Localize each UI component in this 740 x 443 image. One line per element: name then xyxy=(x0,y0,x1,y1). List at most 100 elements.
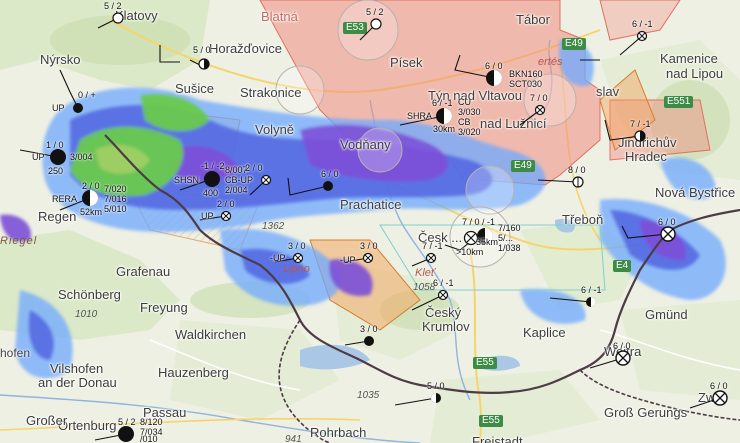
city-prachatice: Prachatice xyxy=(340,197,402,212)
station-horazdovice-wind: 5 / 0 xyxy=(193,45,211,55)
city-vodnany: Vodňany xyxy=(340,137,391,152)
station-regen-w-vis: 250 xyxy=(48,166,64,176)
station-tyn-wind: 6 / 0 xyxy=(485,61,503,71)
road-shield-e49: E49 xyxy=(562,38,586,50)
station-half-fill xyxy=(204,59,209,69)
city-grafenau: Grafenau xyxy=(116,264,171,279)
station-shra-c2: 3/030 xyxy=(458,107,481,117)
station-marker-vodnany xyxy=(323,181,333,191)
road-number: 941 xyxy=(285,434,302,443)
city-freyung: Freyung xyxy=(140,300,188,315)
city-trebon: Třeboň xyxy=(562,212,604,227)
city-freistadt: Freistadt xyxy=(472,434,523,443)
station-up-nyrsko: UP xyxy=(52,103,65,113)
road-shield-e4: E4 xyxy=(613,260,632,272)
station-up2-wind: 2 / 0 xyxy=(217,199,235,209)
city-gross-gerungs: Groß Gerungs xyxy=(604,405,688,420)
city-tyn: Týn nad Vltavou xyxy=(428,88,522,103)
city-slav: slav xyxy=(596,84,620,99)
station-regen-w-wind: 1 / 0 xyxy=(46,140,64,150)
city-regen: Regen xyxy=(38,209,77,224)
station-regen-a-c1: 7/020 xyxy=(104,184,127,194)
station-zwettl-wind: 6 / 0 xyxy=(710,381,728,391)
road-shield-e55: E55 xyxy=(473,357,497,369)
station-regen-a-c2: 7/016 xyxy=(104,194,127,204)
city-nyrsko: Nýrsko xyxy=(40,52,81,67)
station-tyn-cloud2: SCT030 xyxy=(509,79,543,89)
city-klatovy: Klatovy xyxy=(115,8,158,23)
city-hauzenberg: Hauzenberg xyxy=(158,365,229,380)
city-kaplice: Kaplice xyxy=(523,325,566,340)
station-regen-w-wx: UP xyxy=(32,152,45,162)
station-shra-wx: SHRA xyxy=(407,111,433,121)
city-susice: Sušice xyxy=(175,81,215,96)
city-krumlov: Krumlov xyxy=(422,319,470,334)
station-cb-c1: 7/160 xyxy=(498,223,521,233)
station-nova-bystrice-wind: 6 / 0 xyxy=(658,217,676,227)
road-shield-e551: E551 xyxy=(664,96,694,108)
road-shield-e53: E53 xyxy=(343,22,367,34)
station-cb-vis2: 35km xyxy=(476,237,499,247)
radar-layer xyxy=(0,40,726,379)
station-up3-wind: 3 / 0 xyxy=(288,241,306,251)
city-tabor: Tábor xyxy=(516,12,550,27)
city-rohrbach: Rohrbach xyxy=(310,425,367,440)
road-number: 1362 xyxy=(262,221,285,232)
city-horazdovice: Horažďovice xyxy=(209,41,283,56)
station-shsn-wx: SHSN xyxy=(174,175,200,185)
station-tabor-wind: 6 / -1 xyxy=(632,19,653,29)
station-tyn-cloud1: BKN160 xyxy=(509,69,543,79)
airspace-red-zones xyxy=(259,0,711,191)
label-lipno: Lipno xyxy=(283,263,310,275)
station-shsn-c2: CB-UP xyxy=(225,175,254,185)
station-nyrsko-wind: 0 / + xyxy=(78,90,96,100)
station-up2-wx: UP xyxy=(201,211,214,221)
city-waldkirchen: Waldkirchen xyxy=(175,327,247,342)
city-grosser: Großer xyxy=(26,413,68,428)
city-an-der-donau: an der Donau xyxy=(38,375,117,390)
station-ortenburg-wind: 5 / 2 xyxy=(118,417,136,427)
city-jindrichuv: Jindřichův xyxy=(618,135,677,150)
label-ertes: ertés xyxy=(538,56,563,68)
station-up4-wx: -UP xyxy=(340,255,356,265)
station-cb-c2: 5/... xyxy=(498,233,514,243)
wind-barbs xyxy=(19,17,721,441)
station-regen-a-c3: 5/010 xyxy=(104,204,127,214)
station-krumlov-wind: 6 / -1 xyxy=(433,278,454,288)
city-volyne: Volyně xyxy=(255,122,295,137)
station-marker-regen-w xyxy=(50,149,66,165)
station-susice-e-wind: 2 / 0 xyxy=(245,163,263,173)
station-marker-ortenburg xyxy=(118,426,134,442)
station-shra-c1: CU xyxy=(458,97,471,107)
road-shield-e49-b: E49 xyxy=(511,160,535,172)
station-shra-c3: CB xyxy=(458,117,471,127)
station-marker-klatovy xyxy=(112,12,124,24)
city-nad-lipou: nad Lipou xyxy=(666,66,724,81)
station-regen-a-wind: 2 / 0 xyxy=(82,181,100,191)
city-nad-luznici: nad Lužnicí xyxy=(480,116,547,131)
station-prachatice-e-wind: 8 / 0 xyxy=(568,165,586,175)
station-up4-wind: 3 / 0 xyxy=(360,241,378,251)
station-regen-a-wx: RERA xyxy=(52,194,78,204)
station-jindrichuv-wind: 7 / -1 xyxy=(630,119,651,129)
city-passau: Passau xyxy=(143,405,187,420)
station-shra-wind: 6 / -1 xyxy=(432,98,453,108)
station-weitra-wind: 6 / 0 xyxy=(613,341,631,351)
city-schonberg: Schönberg xyxy=(58,287,121,302)
station-ortenburg-c3: /010 xyxy=(140,434,158,443)
city-blatna: Blatná xyxy=(261,9,298,24)
station-shra-vis: 30km xyxy=(433,124,456,134)
label-klet: Kleť xyxy=(415,267,435,279)
station-kleti-wind: 7 / -1 xyxy=(422,241,443,251)
station-vodnany-wind: 6 / 0 xyxy=(321,169,339,179)
station-regen-a-vis: 52km xyxy=(80,207,103,217)
city-cesky: Český xyxy=(425,305,462,320)
station-kaplice-s-wind: 3 / 0 xyxy=(360,324,378,334)
city-strakonice: Strakonice xyxy=(240,85,302,100)
station-shsn-c3: 2/004 xyxy=(225,185,248,195)
station-pisek-wind: 5 / 2 xyxy=(366,7,384,17)
station-regen-w-c1: 3/004 xyxy=(70,152,93,162)
station-rohrbach-n-wind: 5 / 0 xyxy=(427,381,445,391)
